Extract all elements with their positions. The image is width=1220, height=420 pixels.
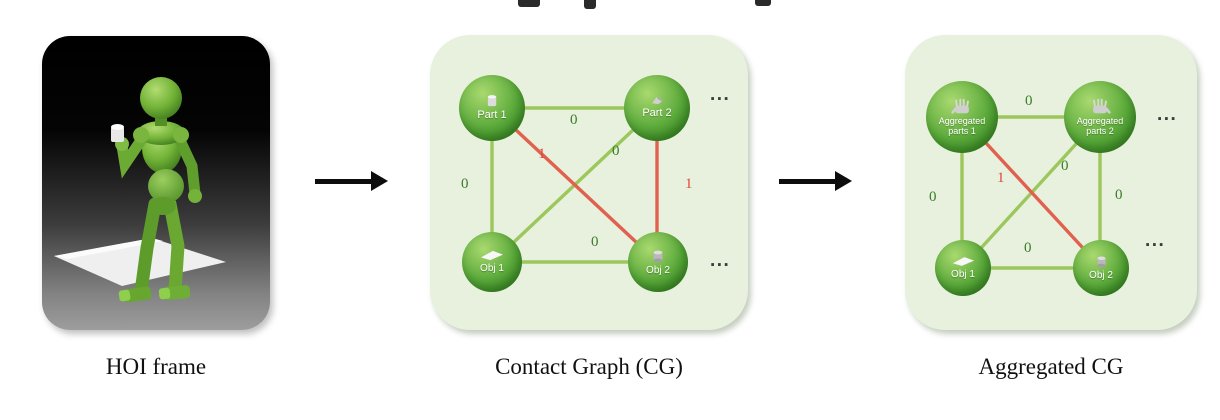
held-cup-object	[111, 124, 124, 142]
agg-node-obj2: Obj 2	[1073, 240, 1129, 296]
cg-edge-label-part2-obj1: 0	[612, 143, 620, 159]
agg-node-parts1: Aggregated parts 1	[926, 81, 998, 153]
robot-hand-icon	[951, 98, 973, 115]
arrow-shaft	[779, 178, 835, 184]
arrow-shaft	[315, 178, 371, 184]
cg-edge-lines	[490, 106, 659, 264]
cg-node-obj1: Obj 1	[462, 232, 522, 292]
sheet-icon	[952, 256, 975, 267]
cg-edge-label-part1-obj2: 1	[538, 146, 546, 162]
edge-aggparts2-obj1	[980, 142, 1078, 249]
cg-edge-label-part1-part2: 0	[570, 112, 578, 128]
hoi-frame-panel	[42, 36, 270, 330]
edge-aggparts1-obj2	[984, 141, 1084, 249]
ellipsis-more-parts: ...	[710, 84, 731, 105]
ellipsis-more-objects: ...	[1145, 230, 1166, 251]
humanoid-figure	[111, 77, 202, 303]
edge-part1-obj2	[514, 128, 638, 244]
cylinder-icon	[651, 249, 665, 263]
caption-contact-graph: Contact Graph (CG)	[495, 354, 683, 379]
cylinder-icon	[1095, 255, 1108, 268]
arrow-head	[371, 171, 388, 191]
cg-node-obj2: Obj 2	[628, 232, 688, 292]
cg-edge-label-part1-obj1: 0	[461, 176, 469, 192]
arrow-head	[835, 171, 852, 191]
cg-node-part1: Part 1	[459, 75, 525, 141]
caption-aggregated-cg: Aggregated CG	[978, 354, 1124, 379]
crop-artifact	[584, 0, 596, 9]
agg-node-parts2-label: Aggregated parts 2	[1076, 115, 1124, 136]
agg-node-obj1-label: Obj 1	[951, 269, 975, 280]
crop-artifact	[755, 0, 771, 6]
cg-node-obj1-label: Obj 1	[480, 263, 504, 274]
agg-edge-label-parts1-parts2: 0	[1025, 93, 1033, 109]
agg-edge-label-parts1-obj1: 0	[929, 189, 937, 205]
robot-hand-icon	[1089, 98, 1111, 115]
cg-edge-label-part2-obj2: 1	[685, 176, 693, 192]
arrow-right-icon	[315, 171, 388, 191]
ellipsis-more-objects: ...	[710, 250, 731, 271]
agg-edge-label-parts2-obj1: 0	[1061, 158, 1069, 174]
agg-edge-label-parts2-obj2: 0	[1115, 187, 1123, 203]
wedge-icon	[651, 96, 664, 105]
agg-node-parts1-label: Aggregated parts 1	[938, 115, 986, 136]
agg-node-obj2-label: Obj 2	[1089, 270, 1113, 281]
agg-edge-label-parts1-obj2: 1	[997, 170, 1005, 186]
aggregated-cg-panel: Aggregated parts 1 Aggregated parts 2 Ob…	[905, 35, 1197, 330]
cg-node-part2-label: Part 2	[642, 107, 672, 120]
cup-icon	[486, 94, 499, 107]
caption-hoi-frame: HOI frame	[105, 354, 207, 379]
cg-node-part2: Part 2	[624, 75, 690, 141]
agg-edge-lines	[960, 115, 1102, 270]
hoi-scene	[54, 77, 226, 303]
cg-node-part1-label: Part 1	[477, 109, 507, 122]
contact-graph-panel: Part 1 Part 2 Obj 1 Obj 2 0 0 1 0 1 0 ..…	[430, 35, 748, 330]
agg-node-parts2: Aggregated parts 2	[1064, 81, 1136, 153]
crop-artifact	[518, 0, 540, 7]
agg-edge-label-obj1-obj2: 0	[1024, 240, 1032, 256]
cg-node-obj2-label: Obj 2	[646, 264, 670, 276]
agg-node-obj1: Obj 1	[935, 240, 991, 296]
ellipsis-more-parts: ...	[1157, 104, 1178, 125]
arrow-right-icon	[779, 171, 852, 191]
edge-part2-obj1	[512, 128, 635, 244]
sheet-icon	[480, 250, 504, 261]
cg-edge-label-obj1-obj2: 0	[591, 234, 599, 250]
